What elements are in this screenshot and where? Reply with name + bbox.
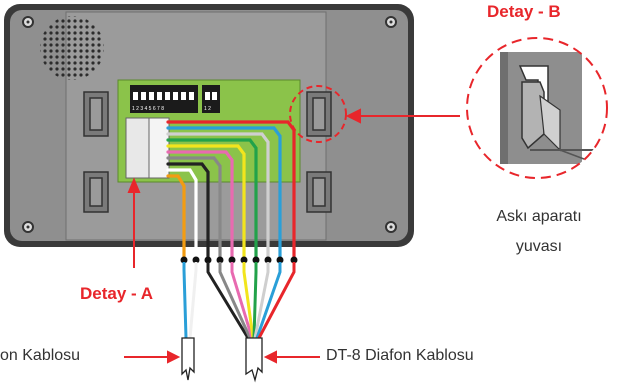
detail-b-zoom	[466, 37, 608, 179]
connector-left	[125, 117, 151, 179]
left-cable-wires	[182, 262, 198, 339]
cable-arrows	[124, 350, 320, 364]
detail-a-title: Detay - A	[80, 284, 154, 303]
cable-jacket-icon	[181, 337, 263, 383]
detail-b-arrow	[345, 108, 460, 124]
wire-bundle	[166, 120, 296, 260]
right-cable-wires	[206, 262, 296, 339]
connector-right	[148, 117, 170, 179]
detail-b-title: Detay - B	[487, 2, 561, 21]
dip-switch-numbers-1: 1 2 3 4 5 6 7 8	[132, 106, 164, 112]
hanger-label-line2: yuvası	[515, 238, 563, 255]
dip-switch-numbers-2: 1 2	[204, 106, 211, 112]
screw-icon	[22, 16, 397, 233]
right-cable-label: DT-8 Diafon Kablosu	[326, 347, 474, 364]
wire-terminal-dots	[180, 256, 298, 264]
speaker-grille	[40, 16, 104, 80]
pcb-board: 1 2 3 4 5 6 7 8 1 2	[117, 79, 301, 183]
hanger-label-line1: Askı aparatı	[496, 208, 582, 225]
detail-b-marker-circle	[289, 85, 347, 143]
hanger-slot	[83, 91, 332, 213]
detail-a-arrow	[127, 177, 141, 268]
left-cable-label: on Kablosu	[0, 347, 81, 364]
